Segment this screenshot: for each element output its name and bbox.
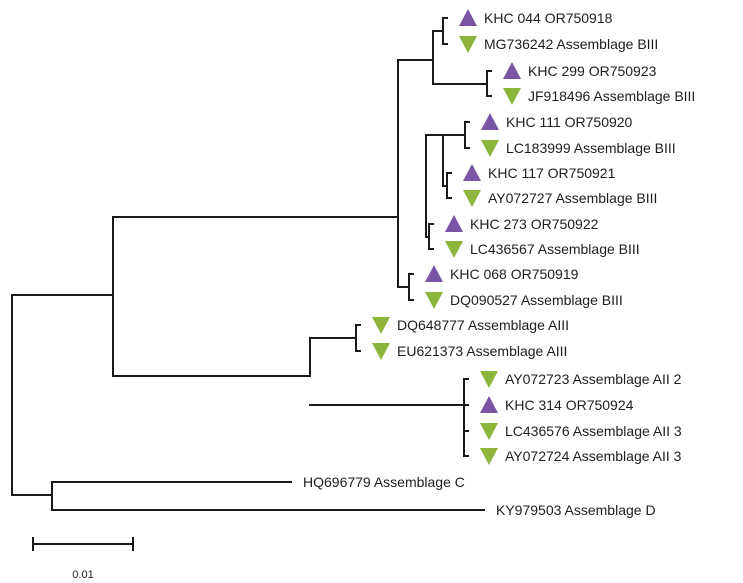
leaf-label: KHC 299 OR750923 bbox=[528, 63, 657, 79]
up-triangle-icon bbox=[445, 215, 463, 232]
scale-bar-line bbox=[32, 537, 134, 551]
down-triangle-icon bbox=[480, 448, 498, 465]
up-triangle-icon bbox=[481, 113, 499, 130]
up-triangle-icon bbox=[425, 265, 443, 282]
leaf-label: EU621373 Assemblage AIII bbox=[397, 343, 567, 359]
down-triangle-icon bbox=[503, 88, 521, 105]
leaf-label: DQ648777 Assemblage AIII bbox=[397, 317, 569, 333]
down-triangle-icon bbox=[463, 190, 481, 207]
leaf-label: AY072724 Assemblage AII 3 bbox=[505, 448, 682, 464]
leaf-label: KHC 044 OR750918 bbox=[484, 10, 613, 26]
leaf-label: KY979503 Assemblage D bbox=[496, 502, 656, 518]
leaf-label: LC436567 Assemblage BIII bbox=[470, 241, 640, 257]
leaf-label: KHC 117 OR750921 bbox=[488, 165, 616, 181]
leaf-label: HQ696779 Assemblage C bbox=[303, 474, 465, 490]
leaf-label: LC436576 Assemblage AII 3 bbox=[505, 423, 682, 439]
down-triangle-icon bbox=[459, 36, 477, 53]
down-triangle-icon bbox=[372, 343, 390, 360]
leaf-label: KHC 068 OR750919 bbox=[450, 266, 579, 282]
down-triangle-icon bbox=[425, 292, 443, 309]
up-triangle-icon bbox=[480, 396, 498, 413]
down-triangle-icon bbox=[481, 140, 499, 157]
up-triangle-icon bbox=[503, 62, 521, 79]
leaf-markers bbox=[372, 9, 521, 465]
scale-bar-label: 0.01 bbox=[72, 569, 93, 581]
scale-bar: 0.01 bbox=[32, 537, 134, 581]
tree-branches bbox=[11, 17, 492, 511]
down-triangle-icon bbox=[445, 241, 463, 258]
leaf-label: JF918496 Assemblage BIII bbox=[528, 88, 695, 104]
leaf-label: AY072723 Assemblage AII 2 bbox=[505, 371, 682, 387]
leaf-label: KHC 314 OR750924 bbox=[505, 397, 634, 413]
leaf-label: MG736242 Assemblage BIII bbox=[484, 36, 658, 52]
down-triangle-icon bbox=[372, 317, 390, 334]
up-triangle-icon bbox=[459, 9, 477, 26]
up-triangle-icon bbox=[463, 164, 481, 181]
leaf-label: KHC 273 OR750922 bbox=[470, 216, 599, 232]
leaf-label: AY072727 Assemblage BIII bbox=[488, 190, 657, 206]
leaf-label: KHC 111 OR750920 bbox=[506, 114, 633, 130]
leaf-label: DQ090527 Assemblage BIII bbox=[450, 292, 623, 308]
down-triangle-icon bbox=[480, 423, 498, 440]
down-triangle-icon bbox=[480, 371, 498, 388]
leaf-label: LC183999 Assemblage BIII bbox=[506, 140, 676, 156]
